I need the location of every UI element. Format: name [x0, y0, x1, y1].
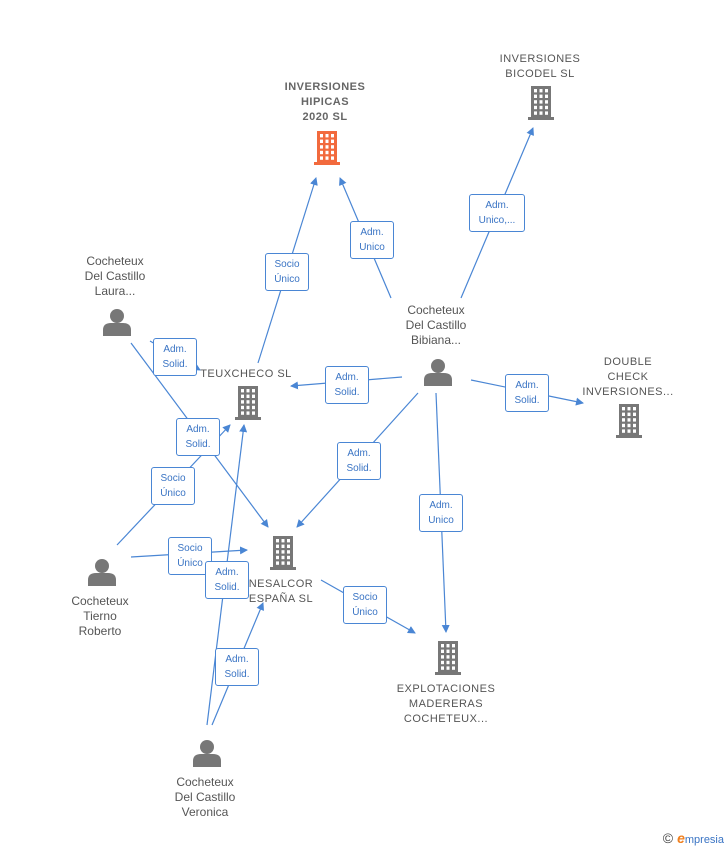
- node-label-inv-hipicas[interactable]: INVERSIONES HIPICAS 2020 SL: [284, 81, 366, 123]
- building-icon-nesalcor[interactable]: [270, 536, 296, 570]
- edge-label-bibiana-to-explotaciones[interactable]: Adm. Unico: [419, 494, 463, 532]
- edge-label-bibiana-to-inv-bicodel[interactable]: Adm. Unico,...: [469, 194, 525, 232]
- edge-label-teuxcheco-to-inv-hipicas[interactable]: Socio Único: [265, 253, 309, 291]
- edge-label-nesalcor-to-explotaciones[interactable]: Socio Único: [343, 586, 387, 624]
- building-icon-inv-hipicas[interactable]: [314, 131, 340, 165]
- person-icon-veronica[interactable]: [193, 740, 221, 767]
- empresia-brand: ©empresia: [663, 830, 724, 846]
- person-icon-bibiana[interactable]: [424, 359, 452, 386]
- node-label-laura[interactable]: Cocheteux Del Castillo Laura...: [84, 254, 146, 298]
- node-label-double-check[interactable]: DOUBLE CHECK INVERSIONES...: [582, 356, 674, 398]
- brand-initial: e: [677, 830, 685, 846]
- node-label-roberto[interactable]: Cocheteux Tierno Roberto: [71, 594, 129, 638]
- building-icon-teuxcheco[interactable]: [235, 386, 261, 420]
- edge-label-laura-to-nesalcor[interactable]: Adm. Solid.: [176, 418, 220, 456]
- person-icon-roberto[interactable]: [88, 559, 116, 586]
- node-label-explotaciones[interactable]: EXPLOTACIONES MADERERAS COCHETEUX...: [396, 683, 496, 725]
- node-label-teuxcheco[interactable]: TEUXCHECO SL: [200, 368, 292, 380]
- copyright-symbol: ©: [662, 830, 674, 846]
- brand-name: mpresia: [684, 834, 724, 846]
- edge-label-bibiana-to-inv-hipicas[interactable]: Adm. Unico: [350, 221, 394, 259]
- edge-label-bibiana-to-double-check[interactable]: Adm. Solid.: [505, 374, 549, 412]
- edge-label-veronica-to-teuxcheco[interactable]: Adm. Solid.: [205, 561, 249, 599]
- edge-label-roberto-to-teuxcheco[interactable]: Socio Único: [151, 467, 195, 505]
- node-label-bibiana[interactable]: Cocheteux Del Castillo Bibiana...: [405, 303, 467, 347]
- edge-label-roberto-to-nesalcor[interactable]: Socio Único: [168, 537, 212, 575]
- building-icon-inv-bicodel[interactable]: [528, 86, 554, 120]
- node-label-nesalcor[interactable]: NESALCOR ESPAÑA SL: [248, 578, 314, 605]
- edge-label-bibiana-to-teuxcheco[interactable]: Adm. Solid.: [325, 366, 369, 404]
- edge-label-veronica-to-nesalcor[interactable]: Adm. Solid.: [215, 648, 259, 686]
- node-label-inv-bicodel[interactable]: INVERSIONES BICODEL SL: [499, 53, 581, 80]
- node-label-veronica[interactable]: Cocheteux Del Castillo Veronica: [174, 775, 236, 819]
- edge-label-bibiana-to-nesalcor[interactable]: Adm. Solid.: [337, 442, 381, 480]
- edge-label-laura-to-teuxcheco[interactable]: Adm. Solid.: [153, 338, 197, 376]
- building-icon-explotaciones[interactable]: [435, 641, 461, 675]
- person-icon-laura[interactable]: [103, 309, 131, 336]
- building-icon-double-check[interactable]: [616, 404, 642, 438]
